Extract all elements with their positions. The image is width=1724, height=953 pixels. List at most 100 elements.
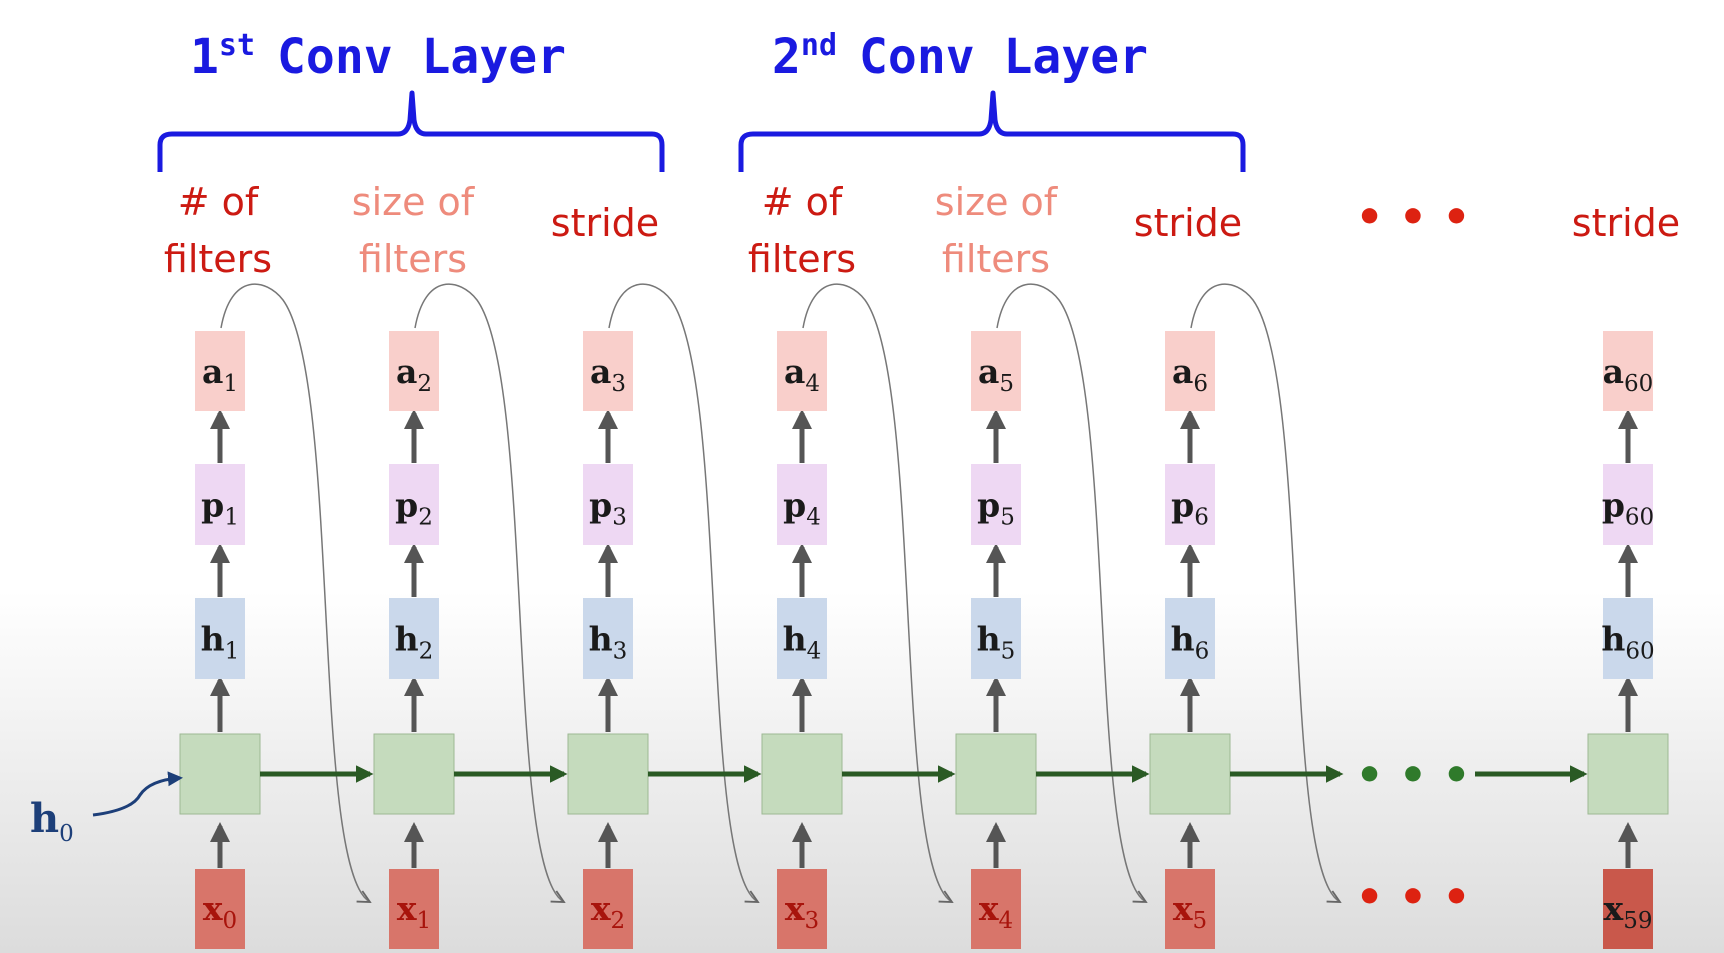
ellipsis-inputs: • • • <box>1355 872 1470 923</box>
p-label-3: p3 <box>589 486 627 531</box>
h-box <box>1165 598 1215 679</box>
h-box <box>195 598 245 679</box>
p-box <box>971 464 1021 545</box>
h-label-1: h1 <box>201 620 240 665</box>
label-1: # of filters <box>164 180 272 281</box>
h0-label: h0 <box>30 795 74 847</box>
h0-arrow <box>92 771 183 817</box>
a-box <box>971 331 1021 411</box>
p-label-1: p1 <box>201 486 239 531</box>
p-box <box>583 464 633 545</box>
h-label-4: h4 <box>783 620 822 665</box>
x-box <box>583 869 633 949</box>
feedback-curve-3 <box>608 283 758 902</box>
p-subscript: 3 <box>612 505 627 531</box>
x-label-59: x59 <box>1604 889 1653 934</box>
p-base: p <box>1171 486 1194 525</box>
label-1-line-1: # of <box>178 180 260 224</box>
h-label-60: h60 <box>1601 620 1654 665</box>
x-base: x <box>1604 889 1624 928</box>
p-label-4: p4 <box>783 486 821 531</box>
p-base: p <box>589 486 612 525</box>
h-label-3: h3 <box>589 620 628 665</box>
h-subscript: 4 <box>807 639 822 665</box>
a-subscript: 60 <box>1624 371 1653 397</box>
feedback-curve-1 <box>220 283 370 902</box>
h-subscript: 60 <box>1625 639 1654 665</box>
rnn-cell <box>761 733 843 815</box>
layer-2-suffix: nd <box>801 28 837 63</box>
h-subscript: 6 <box>1195 639 1210 665</box>
a-label-6: a6 <box>1172 352 1208 397</box>
p-box <box>1165 464 1215 545</box>
columns: a1p1h1x0a2p2h2x1a3p3h3x2a4p4h4x3a5p5h5x4… <box>179 331 1669 949</box>
p-subscript: 6 <box>1194 505 1209 531</box>
a-label-3: a3 <box>590 352 626 397</box>
h-box <box>777 598 827 679</box>
x-base: x <box>979 889 999 928</box>
a-label-1: a1 <box>202 352 238 397</box>
a-base: a <box>590 352 611 391</box>
p-base: p <box>977 486 1000 525</box>
h-label-2: h2 <box>395 620 434 665</box>
a-base: a <box>978 352 999 391</box>
label-4-line-2: filters <box>748 237 856 281</box>
label-6-line-1: stride <box>1134 201 1242 245</box>
p-label-2: p2 <box>395 486 433 531</box>
x-label-3: x3 <box>785 889 819 934</box>
label-2-line-2: filters <box>359 237 467 281</box>
p-base: p <box>783 486 806 525</box>
x-base: x <box>785 889 805 928</box>
layer-2-ordinal: 2 <box>772 29 801 85</box>
h-label-6: h6 <box>1171 620 1210 665</box>
label-1-line-2: filters <box>164 237 272 281</box>
h-base: h <box>783 620 807 659</box>
h-base: h <box>589 620 613 659</box>
layer-2-title: 2nd Conv Layer <box>772 28 1148 85</box>
x-box <box>1165 869 1215 949</box>
feedback-curve-2 <box>414 283 564 902</box>
h0-sub: 0 <box>59 821 74 847</box>
a-subscript: 6 <box>1193 371 1208 397</box>
layer-2-brace <box>738 90 1246 172</box>
p-box <box>777 464 827 545</box>
h-subscript: 1 <box>225 639 240 665</box>
x-subscript: 0 <box>223 908 238 934</box>
x-subscript: 59 <box>1623 908 1652 934</box>
x-subscript: 2 <box>611 908 626 934</box>
p-base: p <box>1602 486 1625 525</box>
h-box <box>389 598 439 679</box>
a-box <box>195 331 245 411</box>
feedback-curve-5 <box>996 283 1146 902</box>
a-subscript: 3 <box>611 371 626 397</box>
x-subscript: 1 <box>417 908 432 934</box>
label-3: stride <box>551 201 659 245</box>
h-base: h <box>201 620 225 659</box>
layer-2-text: Conv Layer <box>859 29 1148 85</box>
x-box <box>971 869 1021 949</box>
label-3-line-1: stride <box>551 201 659 245</box>
a-subscript: 5 <box>999 371 1014 397</box>
a-subscript: 1 <box>223 371 238 397</box>
x-box <box>777 869 827 949</box>
h-subscript: 3 <box>613 639 628 665</box>
h-label-5: h5 <box>977 620 1016 665</box>
a-box <box>1603 331 1653 411</box>
rnn-cell <box>567 733 649 815</box>
a-subscript: 4 <box>805 371 820 397</box>
x-label-0: x0 <box>203 889 237 934</box>
label-2-line-1: size of <box>352 180 476 224</box>
h-base: h <box>1601 620 1625 659</box>
a-base: a <box>396 352 417 391</box>
h-box <box>583 598 633 679</box>
x-label-1: x1 <box>397 889 431 934</box>
h0-base: h <box>30 795 59 842</box>
h-base: h <box>977 620 1001 659</box>
